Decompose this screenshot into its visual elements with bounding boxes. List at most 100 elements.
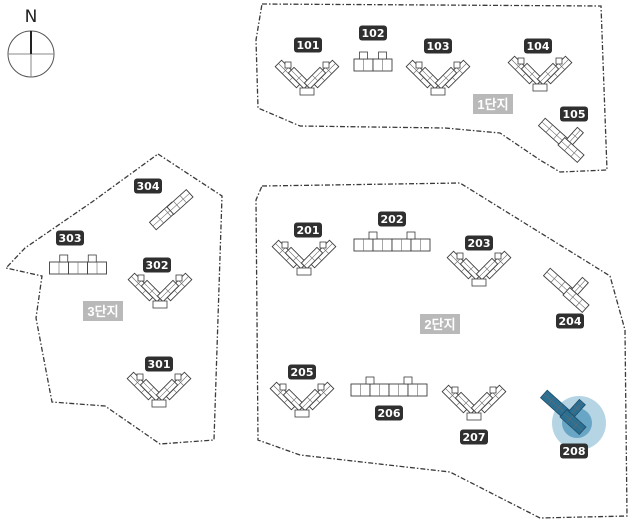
tag-label: 201 (297, 224, 320, 237)
stair-core-left (136, 373, 144, 381)
building-tag-202[interactable]: 202 (378, 211, 406, 227)
complex-2-boundary (255, 182, 628, 519)
wing-right-inner (536, 62, 560, 86)
complex-3-boundary (4, 153, 223, 445)
tag-label: 208 (563, 445, 586, 458)
tag-background (560, 443, 588, 459)
building-tag-304[interactable]: 304 (134, 178, 162, 194)
building-201[interactable] (271, 239, 337, 276)
buildings-layer (49, 51, 590, 435)
tag-background (556, 313, 584, 329)
building-207[interactable] (441, 384, 507, 421)
building-103[interactable] (405, 59, 471, 96)
building-core (151, 399, 167, 408)
wing-right-inner (155, 378, 179, 402)
stair-core-left (451, 386, 459, 394)
stair-core-left (279, 383, 287, 391)
building-tag-103[interactable]: 103 (424, 38, 452, 54)
tag-background (460, 429, 488, 445)
tag-label: 102 (362, 27, 385, 40)
tag-background (378, 211, 406, 227)
building-tag-302[interactable]: 302 (143, 257, 171, 273)
tag-background (560, 106, 588, 122)
building-206[interactable] (350, 376, 428, 397)
stair-core-right (175, 274, 183, 282)
building-tag-206[interactable]: 206 (375, 405, 403, 421)
building-204[interactable] (542, 267, 590, 314)
stair-core-left (281, 241, 289, 249)
tag-label: 203 (468, 237, 491, 250)
wing-right-inner (300, 246, 324, 270)
building-105[interactable] (537, 117, 585, 164)
compass-north-label: N (25, 7, 38, 27)
tag-label: 301 (148, 358, 171, 371)
tag-background (294, 222, 322, 238)
complex-label-background (83, 301, 123, 321)
building-core (294, 409, 310, 418)
building-core (532, 83, 548, 92)
tag-background (134, 178, 162, 194)
wing-lower (562, 286, 590, 314)
building-202[interactable] (353, 231, 431, 252)
stair-core-right (317, 383, 325, 391)
building-tag-207[interactable]: 207 (460, 429, 488, 445)
stair-core (368, 231, 378, 240)
building-tag-205[interactable]: 205 (288, 364, 316, 380)
building-tag-104[interactable]: 104 (524, 38, 552, 54)
building-core (466, 412, 482, 421)
wing-right-inner (303, 66, 327, 90)
wing-lower (559, 409, 587, 435)
building-tag-101[interactable]: 101 (294, 37, 322, 53)
building-tag-105[interactable]: 105 (560, 106, 588, 122)
tag-background (143, 257, 171, 273)
wing-right-inner (298, 388, 322, 412)
tag-label: 304 (137, 180, 160, 193)
tag-background (524, 38, 552, 54)
stair-core (406, 231, 416, 240)
tag-label: 101 (297, 39, 320, 52)
building-tag-102[interactable]: 102 (359, 25, 387, 41)
tag-label: 104 (527, 40, 550, 53)
stair-core-left (137, 274, 145, 282)
complex-label-background (420, 314, 460, 334)
building-208[interactable] (539, 389, 587, 435)
building-302[interactable] (127, 272, 193, 309)
building-tag-301[interactable]: 301 (145, 356, 173, 372)
building-tags-layer: 101 102 103 104 105 201 202 203 204 205 206 207 208 3… (56, 25, 588, 459)
tag-label: 303 (59, 232, 82, 245)
stair-core-left (284, 61, 292, 69)
wing-lower (557, 136, 585, 164)
complex-label-c1[interactable]: 1단지 (473, 94, 513, 114)
wing-side (568, 398, 586, 418)
wing-right-inner (475, 257, 499, 281)
tag-background (465, 235, 493, 251)
building-tag-203[interactable]: 203 (465, 235, 493, 251)
building-203[interactable] (446, 250, 512, 287)
stair-core (359, 51, 368, 60)
building-tag-208[interactable]: 208 (560, 443, 588, 459)
building-303[interactable] (49, 254, 107, 275)
building-101[interactable] (274, 59, 340, 96)
compass-needle-icon (30, 31, 32, 54)
building-205[interactable] (269, 381, 335, 418)
tag-background (359, 25, 387, 41)
building-tag-303[interactable]: 303 (56, 230, 84, 246)
complex-label-text: 2단지 (424, 317, 455, 332)
stair-core (87, 254, 97, 263)
stair-core (365, 376, 375, 385)
wing-side (571, 276, 589, 296)
building-core (471, 278, 487, 287)
complex-label-c2[interactable]: 2단지 (420, 314, 460, 334)
building-304[interactable] (148, 188, 194, 231)
stair-core-right (489, 386, 497, 394)
complex-label-text: 1단지 (477, 97, 508, 112)
building-tag-201[interactable]: 201 (294, 222, 322, 238)
building-tag-204[interactable]: 204 (556, 313, 584, 329)
tag-background (288, 364, 316, 380)
stair-core-right (494, 252, 502, 260)
building-102[interactable] (353, 51, 393, 72)
building-301[interactable] (126, 371, 192, 408)
complex-label-c3[interactable]: 3단지 (83, 301, 123, 321)
building-104[interactable] (507, 55, 573, 92)
stair-core-left (415, 61, 423, 69)
